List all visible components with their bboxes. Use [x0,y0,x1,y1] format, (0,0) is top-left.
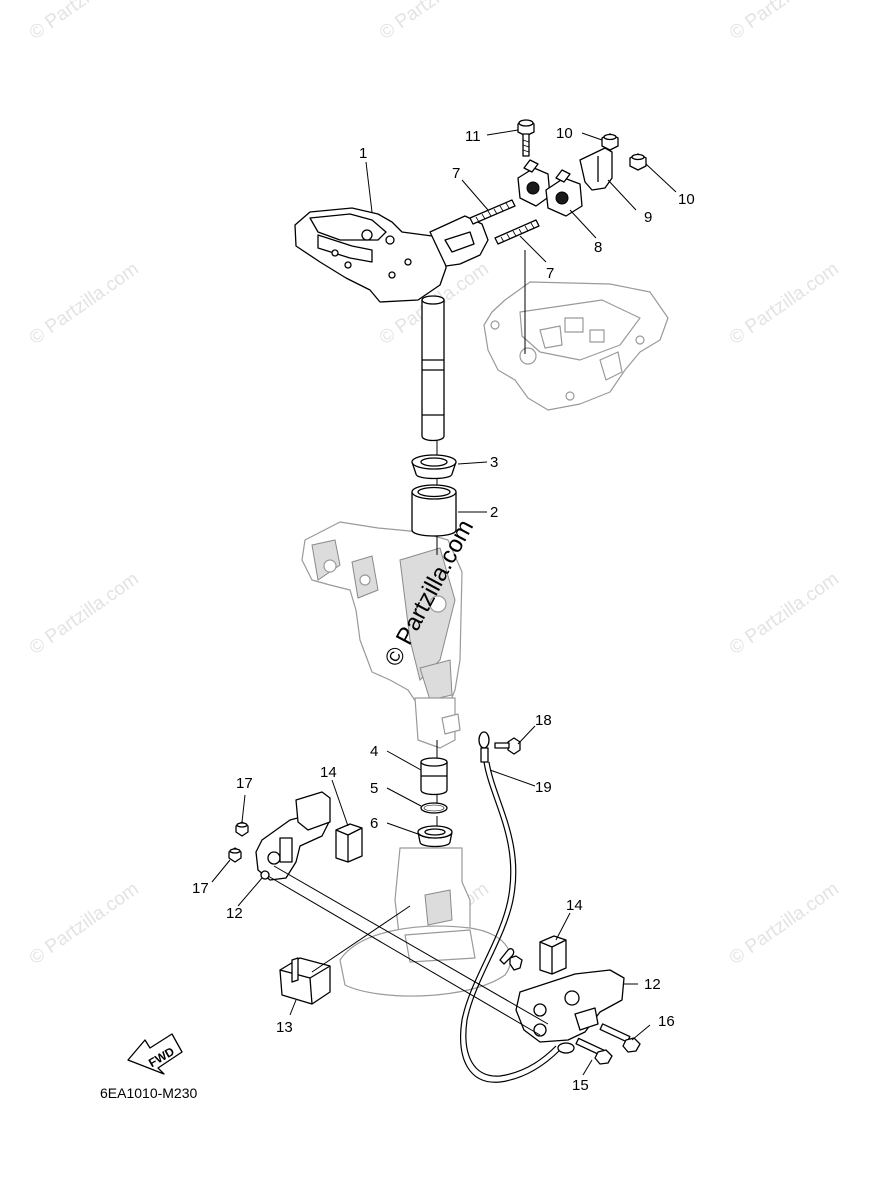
ghost-lower-case [339,847,512,997]
part-10-nut-lower [629,153,647,171]
part-3-grommet [411,454,457,480]
callout-17: 17 [192,880,209,897]
part-12-bracket-left [255,791,331,881]
part-14-pad-lower [539,935,567,975]
part-19-ground-lead [460,731,575,1083]
callout-2: 2 [490,504,498,521]
callout-numbers: 1 7 7 8 9 10 10 11 3 2 18 4 19 5 6 14 17… [192,125,695,1094]
part-8-mount-right [545,169,583,217]
part-12-bracket-right [515,969,625,1043]
part-4-bushing [420,757,448,796]
callout-6: 6 [370,815,378,832]
callout-16: 16 [658,1013,675,1030]
part-9-plate [579,147,613,191]
ghost-upper-case [483,281,669,411]
part-7-stud-lower [494,219,540,245]
part-10-nut-upper [601,133,619,151]
callout-3: 3 [490,454,498,471]
callout-17: 17 [236,775,253,792]
callout-7: 7 [452,165,460,182]
part-2-bushing [411,484,457,537]
part-17-nut-upper [235,821,249,837]
callout-4: 4 [370,743,378,760]
callout-18: 18 [535,712,552,729]
callout-10: 10 [678,191,695,208]
part-8-mount-left [517,159,551,207]
callout-1: 1 [359,145,367,162]
part-16-bolt [599,1023,641,1053]
part-11-bolt [517,119,535,157]
callout-12: 12 [226,905,243,922]
callout-10: 10 [556,125,573,142]
callout-8: 8 [594,239,602,256]
part-14-pad-upper [335,823,363,863]
fwd-arrow-icon: FWD [127,1033,183,1075]
callout-leaders [211,129,677,1076]
callout-11: 11 [465,128,481,145]
watermark-tile: © Partzilla.com [26,568,143,659]
callout-7: 7 [546,265,554,282]
part-1-steering-bracket [294,207,489,442]
part-7-stud-upper [469,199,516,225]
watermark-tile: © Partzilla.com [726,878,843,969]
watermark-tile: © Partzilla.com [376,0,493,44]
part-12-rod [267,865,549,1036]
part-6-oil-seal [417,825,453,848]
ghost-swivel-bracket [301,521,463,749]
part-5-o-ring [420,802,448,814]
watermark-tile: © Partzilla.com [726,568,843,659]
callout-12: 12 [644,976,661,993]
diagram-code: 6EA1010-M230 [100,1085,198,1101]
callout-9: 9 [644,209,652,226]
part-15-bolt [575,1037,613,1065]
part-13-damper [279,957,331,1005]
watermark-tile: © Partzilla.com [726,258,843,349]
watermark-tile: © Partzilla.com [26,878,143,969]
callout-5: 5 [370,780,378,797]
callout-15: 15 [572,1077,589,1094]
part-18-screw [494,737,523,971]
watermark-tile: © Partzilla.com [726,0,843,44]
watermark-tile: © Partzilla.com [26,258,143,349]
callout-14: 14 [320,764,337,781]
watermark-tile: © Partzilla.com [26,0,143,44]
callout-14: 14 [566,897,583,914]
callout-13: 13 [276,1019,293,1036]
part-17-nut-lower [228,847,242,863]
callout-19: 19 [535,779,552,796]
